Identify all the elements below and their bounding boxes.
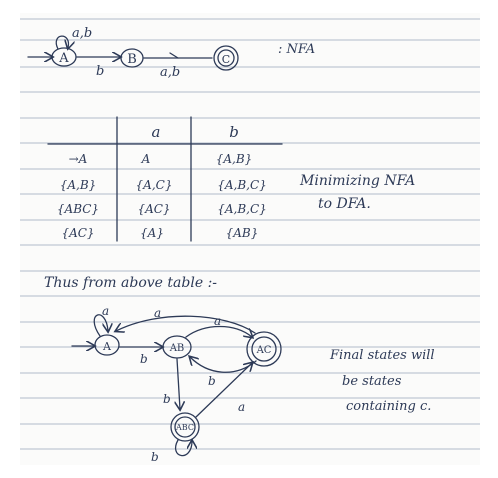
- table-row-2-a: {A,C}: [136, 178, 173, 192]
- table-row-3-a: {AC}: [137, 202, 170, 216]
- nfa-state-b-label: B: [127, 52, 137, 67]
- side-note-line1: Minimizing NFA: [299, 173, 415, 189]
- table-row-3-b: {A,B,C}: [217, 202, 267, 216]
- intro-text: Thus from above table :-: [44, 275, 217, 291]
- table-row-2-b: {A,B,C}: [217, 178, 267, 192]
- table-row-4-b: {AB}: [226, 226, 259, 240]
- dfa-abc-self-loop: [175, 440, 192, 457]
- dfa-state-ac-outer: [246, 331, 282, 367]
- nfa-state-c-outer: [213, 45, 239, 71]
- dfa-a-self-loop: [93, 314, 108, 337]
- table-row-1-b: {A,B}: [216, 152, 253, 166]
- nfa-edge-ab-label: b: [96, 64, 104, 79]
- notebook-page: A a,b b B a,b C : NFA a b →A A {A,B} {A,…: [20, 13, 480, 465]
- table-row-1-state: →A: [69, 152, 88, 166]
- nfa-edge-bc-tick: [169, 52, 179, 59]
- dfa-edge-abc-ac: [195, 363, 252, 418]
- dfa-ac-to-ab-label: b: [208, 374, 216, 388]
- dfa-state-ab: [162, 335, 192, 359]
- dfa-edge-ab-abc: [177, 358, 180, 409]
- notebook-drawing: A a,b b B a,b C : NFA a b →A A {A,B} {A,…: [20, 18, 480, 464]
- dfa-a-self-label: a: [102, 304, 109, 318]
- table-row-3-state: {ABC}: [57, 202, 99, 216]
- dfa-state-abc-label: ABC: [175, 423, 194, 432]
- dfa-edge-ac-a: [116, 315, 256, 334]
- table-row-4-state: {AC}: [61, 226, 94, 240]
- dfa-state-ab-label: AB: [169, 343, 185, 354]
- dfa-state-abc-inner: [174, 416, 196, 438]
- table-row-4-a: {A}: [140, 226, 164, 240]
- ruled-lines: [20, 18, 480, 450]
- dfa-abc-to-ac-label: a: [238, 400, 245, 414]
- final-note-line2: be states: [342, 374, 402, 389]
- dfa-state-abc-outer: [170, 412, 200, 442]
- nfa-state-b: [120, 48, 144, 68]
- nfa-state-c-inner: [217, 49, 235, 67]
- dfa-ac-to-a-label: a: [154, 306, 161, 320]
- side-note-line2: to DFA.: [318, 196, 371, 212]
- table-row-1-a: A: [141, 152, 151, 166]
- dfa-state-ac-inner: [251, 336, 277, 362]
- nfa-diagram: A a,b b B a,b C : NFA: [27, 26, 315, 80]
- dfa-state-a: [94, 334, 120, 356]
- dfa-state-ac-label: AC: [256, 345, 272, 356]
- table-header-a: a: [152, 123, 161, 141]
- dfa-ab-to-ac-label: a: [214, 314, 221, 328]
- transition-table: a b →A A {A,B} {A,B} {A,C} {A,B,C} {ABC}…: [47, 116, 283, 242]
- final-note-line3: containing c.: [346, 399, 431, 414]
- nfa-self-loop: [55, 35, 68, 49]
- table-row-2-state: {A,B}: [60, 178, 97, 192]
- dfa-state-a-label: A: [102, 340, 112, 353]
- dfa-edge-ab-ac: [185, 325, 252, 338]
- dfa-abc-self-label: b: [151, 450, 159, 464]
- nfa-self-loop-label: a,b: [72, 26, 92, 41]
- table-header-b: b: [229, 123, 239, 141]
- nfa-state-a-label: A: [58, 51, 69, 66]
- dfa-diagram: A a a b AB a b AC b ABC a: [71, 304, 282, 464]
- nfa-edge-bc-label: a,b: [160, 65, 180, 80]
- dfa-edge-ac-ab: [190, 357, 257, 373]
- nfa-caption: : NFA: [278, 42, 315, 57]
- dfa-a-to-ab-label: b: [140, 352, 148, 366]
- dfa-ab-to-abc-label: b: [163, 392, 171, 406]
- final-note-line1: Final states will: [329, 348, 435, 363]
- nfa-state-c-label: C: [222, 53, 230, 66]
